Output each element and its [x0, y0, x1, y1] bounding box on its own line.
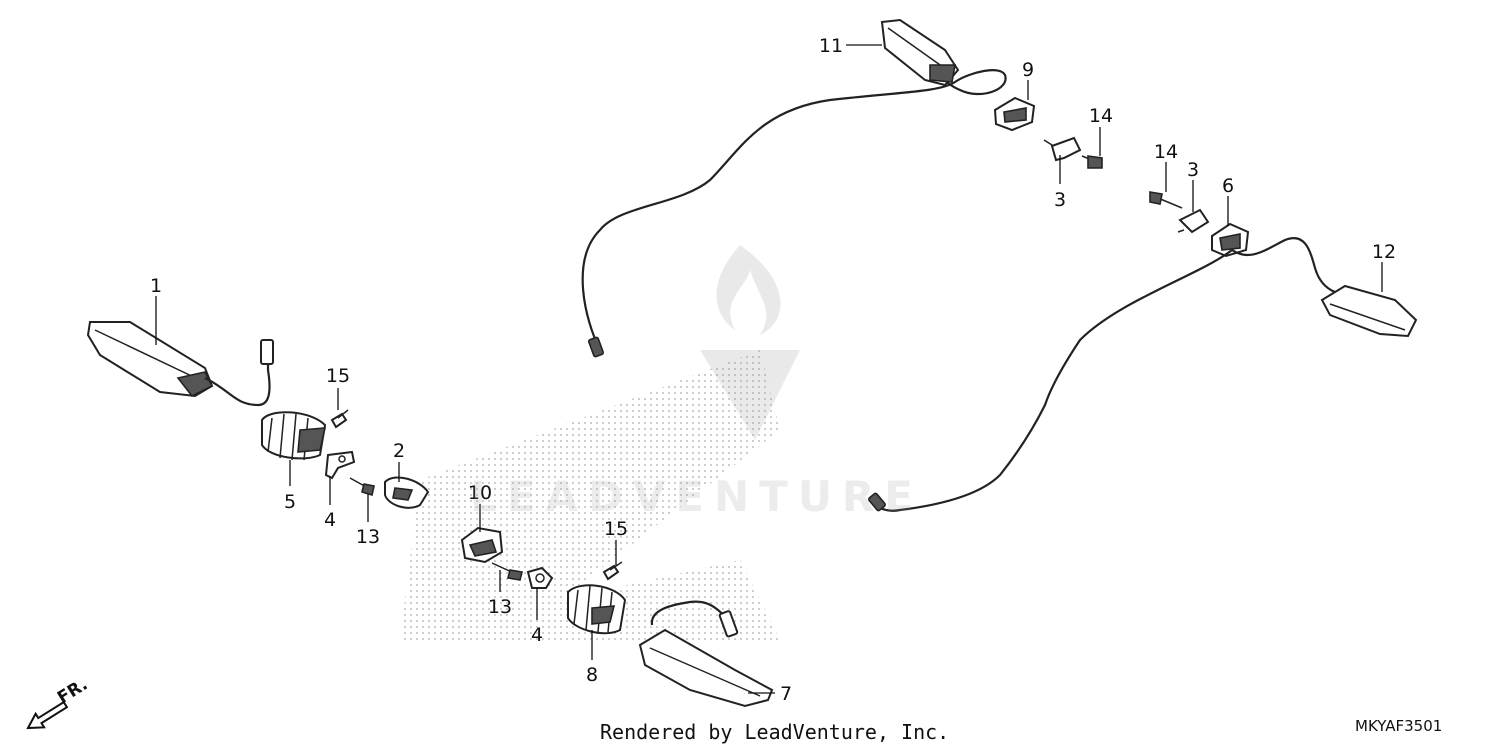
bolt-13-center[interactable]: [491, 562, 523, 581]
turn-signal-front-right[interactable]: [638, 600, 774, 708]
callout-12: 12: [1372, 241, 1396, 263]
watermark-flame-logo: [700, 245, 800, 440]
callout-15-left: 15: [326, 365, 350, 387]
callout-3-right: 3: [1187, 159, 1199, 181]
bracket-3-upper[interactable]: [1043, 136, 1082, 162]
callout-11: 11: [819, 35, 843, 57]
callout-10: 10: [468, 482, 492, 504]
bracket-3-right[interactable]: [1177, 208, 1210, 234]
callout-14-upper: 14: [1089, 105, 1113, 127]
rubber-mount-8[interactable]: [567, 584, 627, 635]
rubber-grommet-9[interactable]: [993, 96, 1036, 132]
callout-1: 1: [150, 275, 162, 297]
rear-left-turn-signal-harness[interactable]: [581, 69, 1007, 358]
screw-15-center[interactable]: [602, 561, 623, 581]
bolt-14-upper[interactable]: [1081, 155, 1103, 169]
callout-15-center: 15: [604, 518, 628, 540]
callout-7: 7: [780, 683, 792, 705]
watermark-text: LEADVENTURE: [470, 472, 923, 521]
callout-5: 5: [284, 491, 296, 513]
callout-2: 2: [393, 440, 405, 462]
bolt-14-right[interactable]: [1149, 191, 1183, 209]
bracket-4-left[interactable]: [324, 450, 356, 480]
callout-4-left: 4: [324, 509, 336, 531]
callout-4-center: 4: [531, 624, 543, 646]
bolt-13-left[interactable]: [349, 477, 375, 497]
callout-14-right: 14: [1154, 141, 1178, 163]
rubber-grommet-6[interactable]: [1211, 222, 1250, 258]
turn-signal-rear-right[interactable]: [1320, 284, 1418, 338]
leader-lines: [155, 44, 1383, 694]
rubber-mount-5[interactable]: [261, 411, 327, 461]
callout-13-center: 13: [488, 596, 512, 618]
front-direction-label: FR.: [54, 675, 91, 709]
callout-8: 8: [586, 664, 598, 686]
callout-labels: 1 2 3 3 4 4 5 6 7 8 9 10 11 12 13 13 14 …: [150, 35, 1396, 705]
callout-13-left: 13: [356, 526, 380, 548]
callout-3-upper: 3: [1054, 189, 1066, 211]
front-direction-arrow-icon: [26, 700, 69, 730]
watermark-dot-pattern: [400, 350, 780, 640]
screw-15-left[interactable]: [330, 409, 349, 429]
bracket-4-center[interactable]: [526, 566, 554, 589]
diagram-code: MKYAF3501: [1355, 717, 1443, 735]
footer-credit: Rendered by LeadVenture, Inc.: [600, 720, 950, 744]
turn-signal-front-left[interactable]: [86, 321, 274, 407]
rear-right-turn-signal-harness[interactable]: [868, 237, 1336, 512]
rubber-grommet-10[interactable]: [460, 526, 504, 564]
callout-6: 6: [1222, 175, 1234, 197]
turn-signal-rear-left[interactable]: [880, 18, 960, 87]
callout-9: 9: [1022, 59, 1034, 81]
